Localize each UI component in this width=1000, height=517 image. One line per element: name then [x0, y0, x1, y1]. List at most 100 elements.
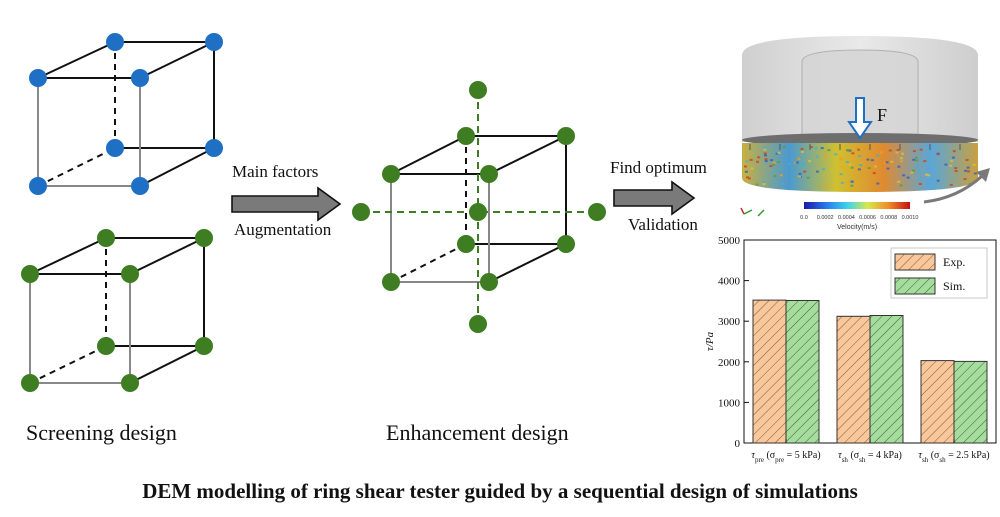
legend-label: Exp. — [943, 255, 965, 269]
design-point — [131, 69, 149, 87]
particle — [839, 173, 843, 176]
arrow-main-factors — [231, 186, 342, 222]
particle — [749, 158, 753, 161]
particle — [912, 150, 916, 153]
particle — [916, 164, 919, 167]
particle — [809, 146, 813, 148]
legend-label: Sim. — [943, 279, 965, 293]
particle — [897, 180, 901, 183]
particle — [847, 181, 850, 184]
colorbar-title: Velocity(m/s) — [837, 224, 877, 231]
particle — [915, 159, 919, 162]
particle — [886, 167, 890, 170]
particle — [744, 170, 748, 173]
particle — [746, 176, 749, 179]
particle — [923, 160, 927, 163]
design-point — [382, 273, 400, 291]
particle — [795, 161, 799, 164]
particle — [781, 182, 784, 185]
particle — [899, 160, 903, 163]
particle — [851, 156, 855, 159]
rotation-arrow — [923, 174, 984, 204]
design-point — [457, 235, 475, 253]
x-tick-label: τsh (σsh = 2.5 kPa) — [918, 450, 989, 464]
design-point — [457, 127, 475, 145]
design-point — [352, 203, 370, 221]
particle — [972, 163, 976, 166]
label-find-optimum: Find optimum — [610, 158, 707, 177]
particle — [954, 167, 958, 170]
particle — [763, 148, 767, 151]
particle — [846, 149, 850, 151]
design-point — [469, 203, 487, 221]
y-tick-label: 3000 — [718, 316, 741, 328]
particle — [839, 157, 843, 160]
colorbar-tick: 0.0006 — [859, 215, 876, 221]
particle — [776, 161, 780, 164]
particle-bed — [742, 143, 978, 192]
axes-triad — [740, 207, 765, 217]
design-point — [382, 165, 400, 183]
particle — [890, 160, 894, 163]
design-point — [557, 235, 575, 253]
design-point — [195, 337, 213, 355]
particle — [885, 161, 889, 164]
particle — [764, 158, 768, 161]
particle — [747, 177, 751, 180]
particle — [965, 159, 969, 161]
y-tick-label: 2000 — [718, 357, 741, 369]
screening-nodes-blue — [29, 33, 223, 195]
force-arrow — [847, 97, 873, 140]
force-label: F — [877, 105, 887, 125]
particle — [901, 152, 904, 155]
colorbar-tick: 0.0004 — [838, 215, 855, 221]
legend-swatch — [894, 277, 936, 295]
label-main-factors: Main factors — [232, 162, 319, 181]
particle — [859, 163, 863, 166]
particle — [782, 146, 786, 149]
particle — [927, 174, 931, 177]
particle — [973, 172, 977, 175]
particle — [858, 155, 862, 158]
particle — [897, 165, 901, 168]
particle — [763, 152, 767, 155]
label-enhancement-design: Enhancement design — [386, 420, 569, 445]
design-point — [205, 139, 223, 157]
hidden-edge — [29, 345, 107, 384]
particle — [824, 155, 827, 158]
particle — [895, 151, 899, 154]
particle — [777, 151, 781, 154]
figure-title: DEM modelling of ring shear tester guide… — [142, 479, 858, 503]
particle — [745, 160, 749, 163]
edge — [37, 41, 116, 79]
enhancement-nodes — [352, 81, 606, 333]
particle — [840, 165, 844, 168]
particle — [966, 166, 970, 169]
colorbar-tick: 0.0002 — [817, 215, 834, 221]
particle — [848, 163, 852, 166]
particle — [850, 180, 854, 183]
design-point — [106, 139, 124, 157]
particle — [870, 159, 874, 162]
particle — [912, 169, 915, 172]
design-point — [469, 315, 487, 333]
particle — [872, 172, 876, 175]
legend-swatch — [894, 253, 936, 271]
particle — [772, 161, 776, 164]
particle — [851, 152, 855, 155]
particle — [896, 149, 900, 152]
design-point — [97, 337, 115, 355]
particle — [764, 154, 767, 157]
particle — [803, 170, 807, 173]
particle — [800, 150, 804, 153]
particle-speckles — [744, 144, 978, 188]
particle — [848, 149, 852, 152]
design-point — [588, 203, 606, 221]
edge — [139, 147, 215, 187]
particle — [755, 183, 759, 186]
particle — [915, 156, 918, 159]
particle — [917, 171, 921, 174]
particle — [802, 162, 806, 165]
